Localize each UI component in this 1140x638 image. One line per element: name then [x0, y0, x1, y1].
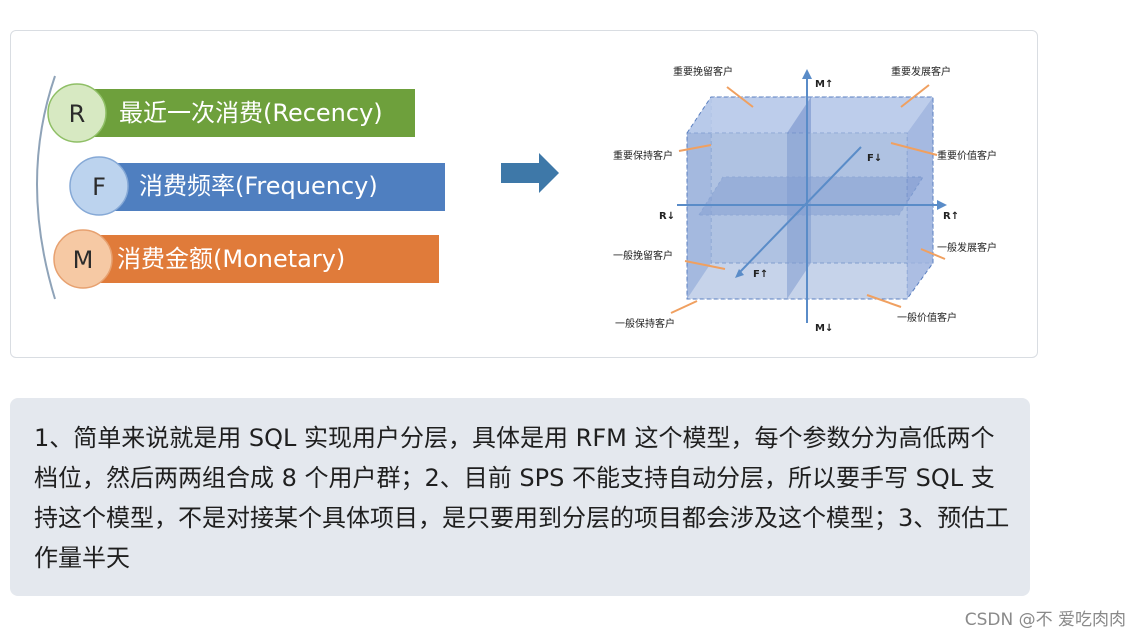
f-axis: [738, 146, 862, 274]
segment-important-value: 重要价值客户: [937, 149, 997, 162]
rfm-circle-f: [69, 156, 129, 216]
segment-general-retain: 一般挽留客户: [613, 249, 673, 262]
rfm-diagram-card: R 最近一次消费(Recency) F 消费频率(Frequency) M 消费…: [10, 30, 1038, 358]
segment-important-keep: 重要保持客户: [613, 149, 673, 162]
cube-outline: [686, 96, 934, 300]
description-text: 1、简单来说就是用 SQL 实现用户分层，具体是用 RFM 这个模型，每个参数分…: [34, 424, 1010, 572]
segment-important-retain: 重要挽留客户: [673, 65, 733, 78]
m-axis-arrow-icon: [802, 69, 812, 79]
rfm-circle-m: [53, 229, 113, 289]
leader-important-retain: [726, 86, 754, 108]
cube-right-face: [907, 97, 933, 299]
axis-label-m-up: M↑: [815, 79, 833, 90]
r-axis-arrow-icon: [937, 200, 947, 210]
footer-credit: CSDN @不 爱吃肉肉: [964, 610, 1126, 630]
leader-important-keep: [678, 144, 712, 152]
leader-general-value: [866, 294, 902, 308]
rfm-label-r: 最近一次消费(Recency): [119, 99, 383, 127]
rfm-label-m: 消费金额(Monetary): [117, 245, 345, 273]
leader-general-retain: [684, 260, 726, 270]
rfm-circle-r: [47, 83, 107, 143]
segment-general-keep: 一般保持客户: [615, 317, 675, 330]
rfm-diagram: R 最近一次消费(Recency) F 消费频率(Frequency) M 消费…: [36, 65, 997, 334]
rfm-cube: [686, 96, 934, 300]
right-arrow-icon: [501, 153, 559, 193]
rfm-bar-m: [83, 235, 439, 283]
axis-label-r-right: R↑: [943, 211, 959, 222]
segment-important-develop: 重要发展客户: [891, 65, 951, 78]
rfm-bar-f: [99, 163, 445, 211]
axis-label-f-front: F↑: [753, 269, 768, 280]
cube-axes: [677, 75, 941, 323]
rfm-letter-r: R: [69, 100, 86, 128]
f-axis-arrow-icon: [735, 269, 744, 278]
segment-general-value: 一般价值客户: [897, 311, 957, 324]
axis-label-r-left: R↓: [659, 211, 675, 222]
rfm-label-f: 消费频率(Frequency): [139, 172, 378, 200]
connector-arc: [36, 75, 56, 300]
leader-important-value: [890, 142, 938, 156]
rfm-bar-r: [79, 89, 415, 137]
axis-label-f-back: F↓: [867, 153, 882, 164]
rfm-letter-m: M: [73, 246, 94, 274]
leader-important-develop: [900, 84, 930, 108]
segment-leaders: [670, 84, 946, 314]
leader-general-develop: [920, 248, 946, 260]
axis-label-m-down: M↓: [815, 323, 833, 334]
description-card: 1、简单来说就是用 SQL 实现用户分层，具体是用 RFM 这个模型，每个参数分…: [10, 398, 1030, 596]
leader-general-keep: [670, 300, 698, 314]
segment-general-develop: 一般发展客户: [937, 241, 997, 254]
rfm-letter-f: F: [92, 173, 106, 201]
